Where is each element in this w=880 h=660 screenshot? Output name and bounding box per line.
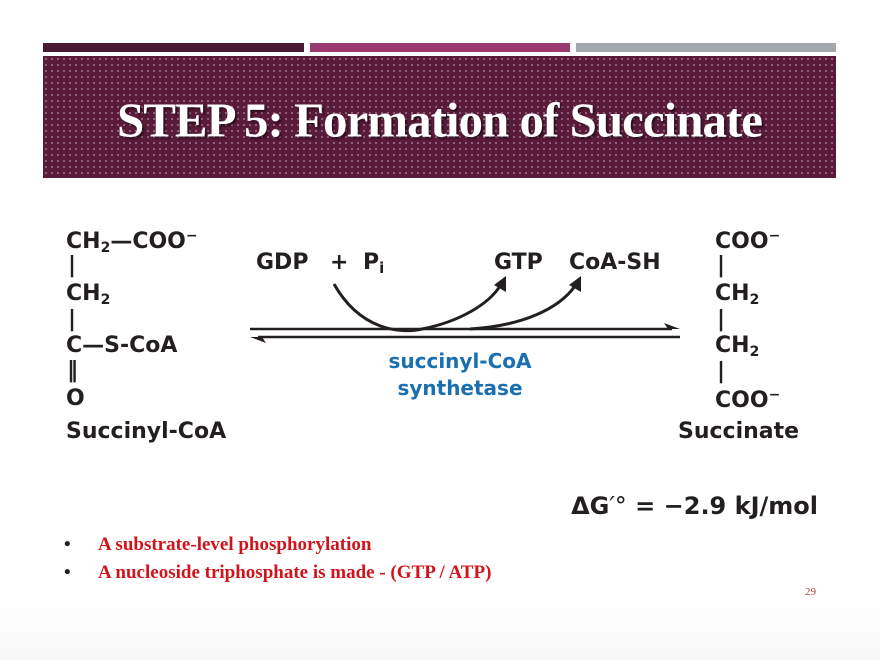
page-number: 29 [805, 586, 816, 598]
accent-stripe-dark [43, 43, 304, 52]
gtp-label: GTP [494, 250, 543, 275]
single-bond: | [717, 307, 726, 332]
bullet-dot-icon: • [64, 562, 71, 583]
bullet-item: • A substrate-level phosphorylation [64, 534, 491, 556]
bullet-text: A substrate-level phosphorylation [98, 534, 372, 555]
substrate-name: Succinyl-CoA [66, 419, 227, 444]
product-name: Succinate [678, 419, 800, 444]
bullet-dot-icon: • [64, 534, 71, 555]
single-bond: | [717, 359, 726, 384]
slide-title: STEP 5: Formation of Succinate [116, 92, 763, 148]
substrate-line-2: CH2 [66, 281, 111, 308]
bullet-item: • A nucleoside triphosphate is made - (GT… [64, 562, 491, 584]
single-bond: | [68, 307, 77, 332]
bottom-fade [0, 600, 880, 660]
substrate-line-4: O [66, 386, 85, 411]
accent-stripe-gray [576, 43, 836, 52]
double-bond: ‖ [67, 358, 78, 383]
coash-curve [469, 285, 577, 331]
bullet-text: A nucleoside triphosphate is made - (GTP… [98, 562, 492, 583]
title-banner: STEP 5: Formation of Succinate [43, 56, 836, 178]
plus-sign: + [330, 250, 349, 275]
product-line-4: COO− [715, 387, 781, 413]
substrate-line-3: C—S-CoA [66, 333, 178, 358]
substrate-line-1: CH2—COO− [66, 228, 198, 256]
forward-arrowhead [664, 323, 680, 329]
product-line-3: CH2 [715, 333, 760, 360]
accent-stripe-magenta [310, 43, 570, 52]
product-line-1: COO− [715, 228, 781, 254]
enzyme-name-line-1: succinyl-CoA [388, 349, 532, 373]
gtp-arrowhead [494, 276, 506, 292]
single-bond: | [717, 253, 726, 278]
product-line-2: CH2 [715, 281, 760, 308]
phosphate-label: Pi [363, 250, 385, 277]
coash-arrowhead [569, 276, 581, 292]
bullet-list: • A substrate-level phosphorylation • A nu… [64, 534, 491, 590]
enzyme-name-line-2: synthetase [397, 376, 523, 400]
single-bond: | [68, 253, 77, 278]
gdp-label: GDP [256, 250, 309, 275]
coa-sh-label: CoA-SH [569, 250, 661, 275]
delta-g-value: ΔG′° = −2.9 kJ/mol [571, 492, 818, 520]
gdp-to-gtp-curve [332, 283, 502, 333]
reverse-arrowhead [250, 337, 266, 343]
